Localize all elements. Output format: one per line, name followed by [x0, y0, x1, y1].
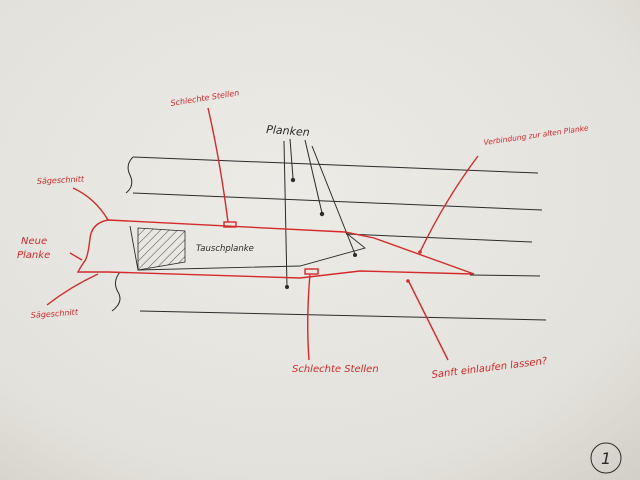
red-ink-drawing: [46, 107, 479, 361]
planken-pointer-2: [304, 139, 323, 214]
plank-line-3: [345, 233, 533, 243]
leader-verbindung: [419, 155, 479, 253]
label-neue-planke-line1: Neue: [21, 236, 47, 247]
label-saegeschnitt-bottom: Sägeschnitt: [31, 308, 80, 320]
label-tauschplanke: Tauschplanke: [196, 244, 254, 254]
leader-saegeschnitt-bottom: [46, 273, 99, 306]
label-schlechte-stellen-bottom: Schlechte Stellen: [292, 364, 379, 375]
pencil-braces: [111, 156, 134, 312]
planken-pointer-dots: [285, 177, 357, 289]
plank-line-2: [132, 192, 543, 211]
plank-line-5: [139, 310, 547, 321]
planken-pointers: [283, 138, 356, 288]
bad-spot-bottom: [304, 268, 319, 275]
red-arrow-dots: [406, 250, 422, 283]
leader-sanft-einlaufen: [407, 279, 449, 361]
leader-neue-planke: [69, 252, 83, 261]
bad-spot-top: [223, 221, 237, 228]
plank-line-4: [469, 274, 541, 277]
tauschplanke-outline: [129, 225, 366, 271]
hatched-area: [137, 227, 186, 271]
leader-schlechte-stellen-top: [207, 107, 229, 223]
leader-saegeschnitt-top: [72, 187, 109, 221]
page-number-circle: [590, 442, 622, 474]
page-number: 1: [601, 449, 611, 468]
brace-upper: [125, 156, 134, 194]
brace-lower: [111, 271, 121, 312]
leader-schlechte-stellen-bottom: [307, 273, 311, 361]
planken-pointer-3: [311, 145, 356, 255]
label-planken: Planken: [266, 123, 310, 139]
label-saegeschnitt-top: Sägeschnitt: [37, 174, 85, 186]
new-plank-outline: [76, 219, 475, 279]
plank-line-1: [132, 156, 539, 174]
planken-pointer-1: [289, 138, 294, 179]
label-neue-planke-line2: Planke: [17, 250, 50, 261]
plank-lines: [132, 156, 547, 321]
planken-pointer-4: [283, 140, 288, 288]
